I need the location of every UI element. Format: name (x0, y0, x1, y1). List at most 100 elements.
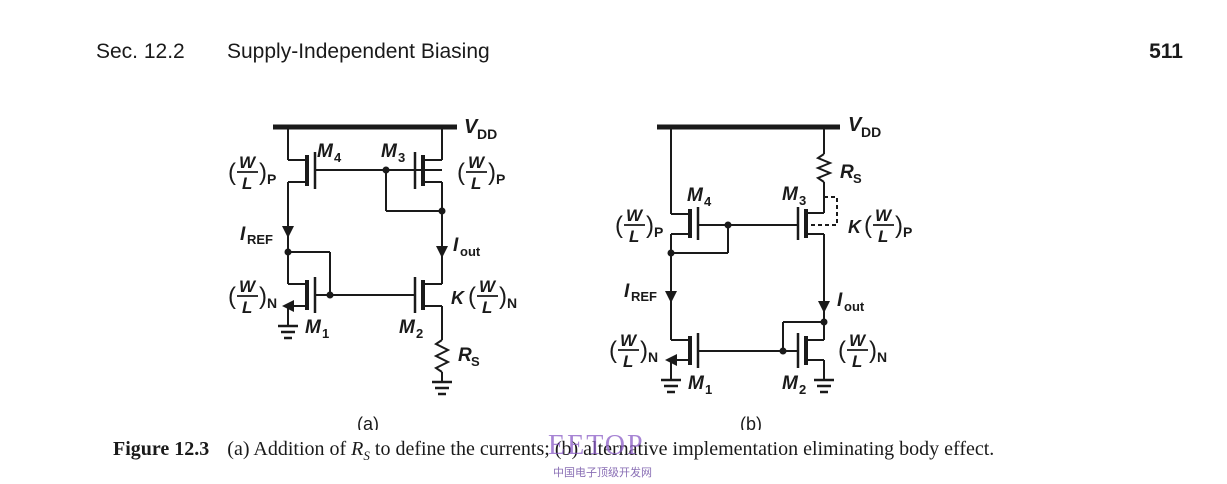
svg-text:): ) (499, 283, 507, 310)
a-vdd-label: V (464, 116, 479, 138)
svg-text:W: W (479, 277, 497, 296)
caption-rs-var: R (351, 438, 364, 460)
svg-text:W: W (468, 153, 486, 172)
svg-text:W: W (626, 206, 644, 225)
svg-text:(: ( (615, 212, 623, 239)
a-iout-label: I (453, 235, 459, 256)
svg-text:): ) (895, 212, 903, 239)
a-wl-n-left: ( W L ) N (228, 277, 277, 317)
b-rs-label: R (840, 162, 854, 183)
circuit-figure: V DD M 4 M 3 M 1 M 2 I REF I out R S ( W… (228, 114, 912, 430)
b-wl-n-left: ( W L ) N (609, 331, 658, 371)
svg-text:): ) (640, 337, 648, 364)
svg-text:(: ( (228, 283, 236, 310)
figure-caption: Figure 12.3 (a) Addition of RS to define … (113, 438, 994, 464)
svg-text:L: L (242, 174, 252, 193)
svg-text:N: N (507, 295, 517, 311)
watermark-subtitle: 中国电子顶级开发网 (553, 467, 652, 479)
b-wl-n-right: ( W L ) N (838, 331, 887, 371)
caption-text-before: (a) Addition of (227, 438, 352, 460)
b-m4-label: M (687, 185, 704, 206)
b-iref-label: I (624, 281, 630, 302)
b-iref-sub: REF (631, 289, 657, 304)
svg-text:L: L (242, 298, 252, 317)
section-label: Sec. 12.2 (96, 40, 185, 63)
caption-rs-sub: S (363, 448, 370, 463)
svg-text:(: ( (457, 159, 465, 186)
svg-text:W: W (875, 206, 893, 225)
svg-text:N: N (267, 295, 277, 311)
b-m1-sub: 1 (705, 382, 712, 397)
watermark-logo: EETOP (548, 430, 645, 461)
page-number: 511 (1149, 40, 1183, 63)
svg-text:L: L (471, 174, 481, 193)
a-iout-sub: out (460, 244, 481, 259)
b-k-wl-p: K ( W L ) P (848, 206, 912, 246)
b-m2-sub: 2 (799, 382, 806, 397)
svg-text:P: P (496, 171, 505, 187)
svg-text:N: N (877, 349, 887, 365)
b-iout-sub: out (844, 299, 865, 314)
a-rs-label: R (458, 345, 472, 366)
b-vdd-label: V (848, 114, 863, 136)
svg-text:W: W (239, 277, 257, 296)
svg-text:): ) (869, 337, 877, 364)
svg-text:(: ( (228, 159, 236, 186)
a-wl-p-right: ( W L ) P (457, 153, 505, 193)
svg-text:P: P (267, 171, 276, 187)
b-m3-sub: 3 (799, 193, 806, 208)
a-iref-label: I (240, 224, 246, 245)
circuit-b-nodes (667, 221, 828, 355)
b-vdd-sub: DD (861, 124, 881, 140)
svg-text:W: W (849, 331, 867, 350)
a-vdd-sub: DD (477, 126, 497, 142)
b-m3-label: M (782, 184, 799, 205)
a-iref-sub: REF (247, 232, 273, 247)
svg-text:(: ( (468, 283, 476, 310)
a-m4-sub: 4 (334, 150, 342, 165)
circuit-a-nodes (284, 166, 446, 299)
a-k-wl-n: K ( W L ) N (451, 277, 517, 317)
svg-text:K: K (848, 217, 863, 237)
svg-text:P: P (903, 224, 912, 240)
svg-text:L: L (623, 352, 633, 371)
caption-label: Figure 12.3 (113, 438, 210, 460)
svg-text:L: L (878, 227, 888, 246)
b-rs-sub: S (853, 171, 862, 186)
svg-text:): ) (488, 159, 496, 186)
a-m2-label: M (399, 317, 416, 338)
b-iout-label: I (837, 290, 843, 311)
svg-text:P: P (654, 224, 663, 240)
svg-text:L: L (629, 227, 639, 246)
a-wl-p-left: ( W L ) P (228, 153, 276, 193)
b-m1-label: M (688, 373, 705, 394)
a-rs-sub: S (471, 354, 480, 369)
svg-text:L: L (482, 298, 492, 317)
svg-text:): ) (646, 212, 654, 239)
a-m1-label: M (305, 317, 322, 338)
b-wl-p-left: ( W L ) P (615, 206, 663, 246)
svg-text:K: K (451, 288, 466, 308)
section-title: Supply-Independent Biasing (227, 40, 490, 63)
b-tag: (b) (740, 414, 762, 430)
circuit-a (273, 124, 457, 396)
svg-text:(: ( (609, 337, 617, 364)
a-m4-label: M (317, 141, 334, 162)
a-m2-sub: 2 (416, 326, 423, 341)
svg-text:(: ( (838, 337, 846, 364)
svg-text:): ) (259, 159, 267, 186)
a-tag: (a) (357, 414, 379, 430)
svg-text:): ) (259, 283, 267, 310)
caption-text-after: to define the currents; (b) alternative … (369, 438, 995, 460)
a-m3-label: M (381, 141, 398, 162)
a-m3-sub: 3 (398, 150, 405, 165)
svg-text:N: N (648, 349, 658, 365)
svg-text:W: W (620, 331, 638, 350)
a-m1-sub: 1 (322, 326, 329, 341)
svg-text:(: ( (864, 212, 872, 239)
b-m4-sub: 4 (704, 194, 712, 209)
circuit-b (657, 124, 840, 394)
svg-text:L: L (852, 352, 862, 371)
b-m2-label: M (782, 373, 799, 394)
svg-text:W: W (239, 153, 257, 172)
